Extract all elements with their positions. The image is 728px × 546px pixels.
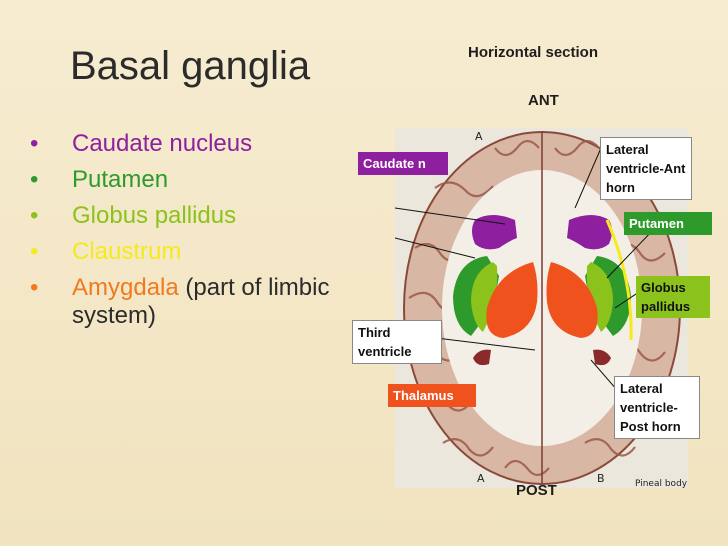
callout-thalamus: Thalamus xyxy=(388,384,476,407)
post-horn-right xyxy=(593,349,611,366)
thalamus-right xyxy=(546,262,598,338)
bullet-putamen: • Putamen xyxy=(30,166,330,194)
plate-pineal-label: Pineal body xyxy=(635,479,688,488)
bullet-label: Claustrum xyxy=(72,238,182,265)
bullet-dot: • xyxy=(30,274,39,301)
bullet-amygdala: • Amygdala (part of limbic system) xyxy=(30,274,330,330)
section-title: Horizontal section xyxy=(468,44,599,61)
bullet-label: Amygdala xyxy=(72,274,179,301)
callout-putamen: Putamen xyxy=(624,212,712,235)
post-horn-left xyxy=(473,349,491,366)
callout-lateral-ant: Lateral ventricle-Ant horn xyxy=(600,137,692,200)
slide-title: Basal ganglia xyxy=(70,44,311,88)
bullet-dot: • xyxy=(30,202,39,229)
callout-globus: Globus pallidus xyxy=(636,276,710,318)
bullet-dot: • xyxy=(30,166,39,193)
callout-caudate: Caudate n xyxy=(358,152,448,175)
bullet-globus: • Globus pallidus xyxy=(30,202,330,230)
callout-lateral-post: Lateral ventricle-Post horn xyxy=(614,376,700,439)
caudate-left xyxy=(472,215,517,250)
ant-label: ANT xyxy=(528,92,559,109)
claustrum-line xyxy=(605,219,633,341)
bullet-caudate: • Caudate nucleus xyxy=(30,130,330,158)
bullet-claustrum: • Claustrum xyxy=(30,238,330,266)
bullet-label: Putamen xyxy=(72,166,169,193)
post-label: POST xyxy=(516,482,557,499)
plate-letter-a-top: A xyxy=(475,130,483,143)
bullet-note: (part of limbic system) xyxy=(72,274,330,329)
globus-right xyxy=(586,262,613,332)
bullet-label: Caudate nucleus xyxy=(72,130,253,157)
callout-third-ventricle: Third ventricle xyxy=(352,320,442,364)
plate-letter-b-bottom: B xyxy=(597,472,605,485)
bullet-dot: • xyxy=(30,130,39,157)
plate-letter-a-bottom: A xyxy=(477,472,485,485)
bullet-dot: • xyxy=(30,238,39,265)
bullet-list: • Caudate nucleus • Putamen • Globus pallid… xyxy=(30,130,330,338)
caudate-right xyxy=(567,215,612,250)
globus-left xyxy=(471,262,498,332)
thalamus-left xyxy=(486,262,538,338)
bullet-label: Globus pallidus xyxy=(72,202,237,229)
